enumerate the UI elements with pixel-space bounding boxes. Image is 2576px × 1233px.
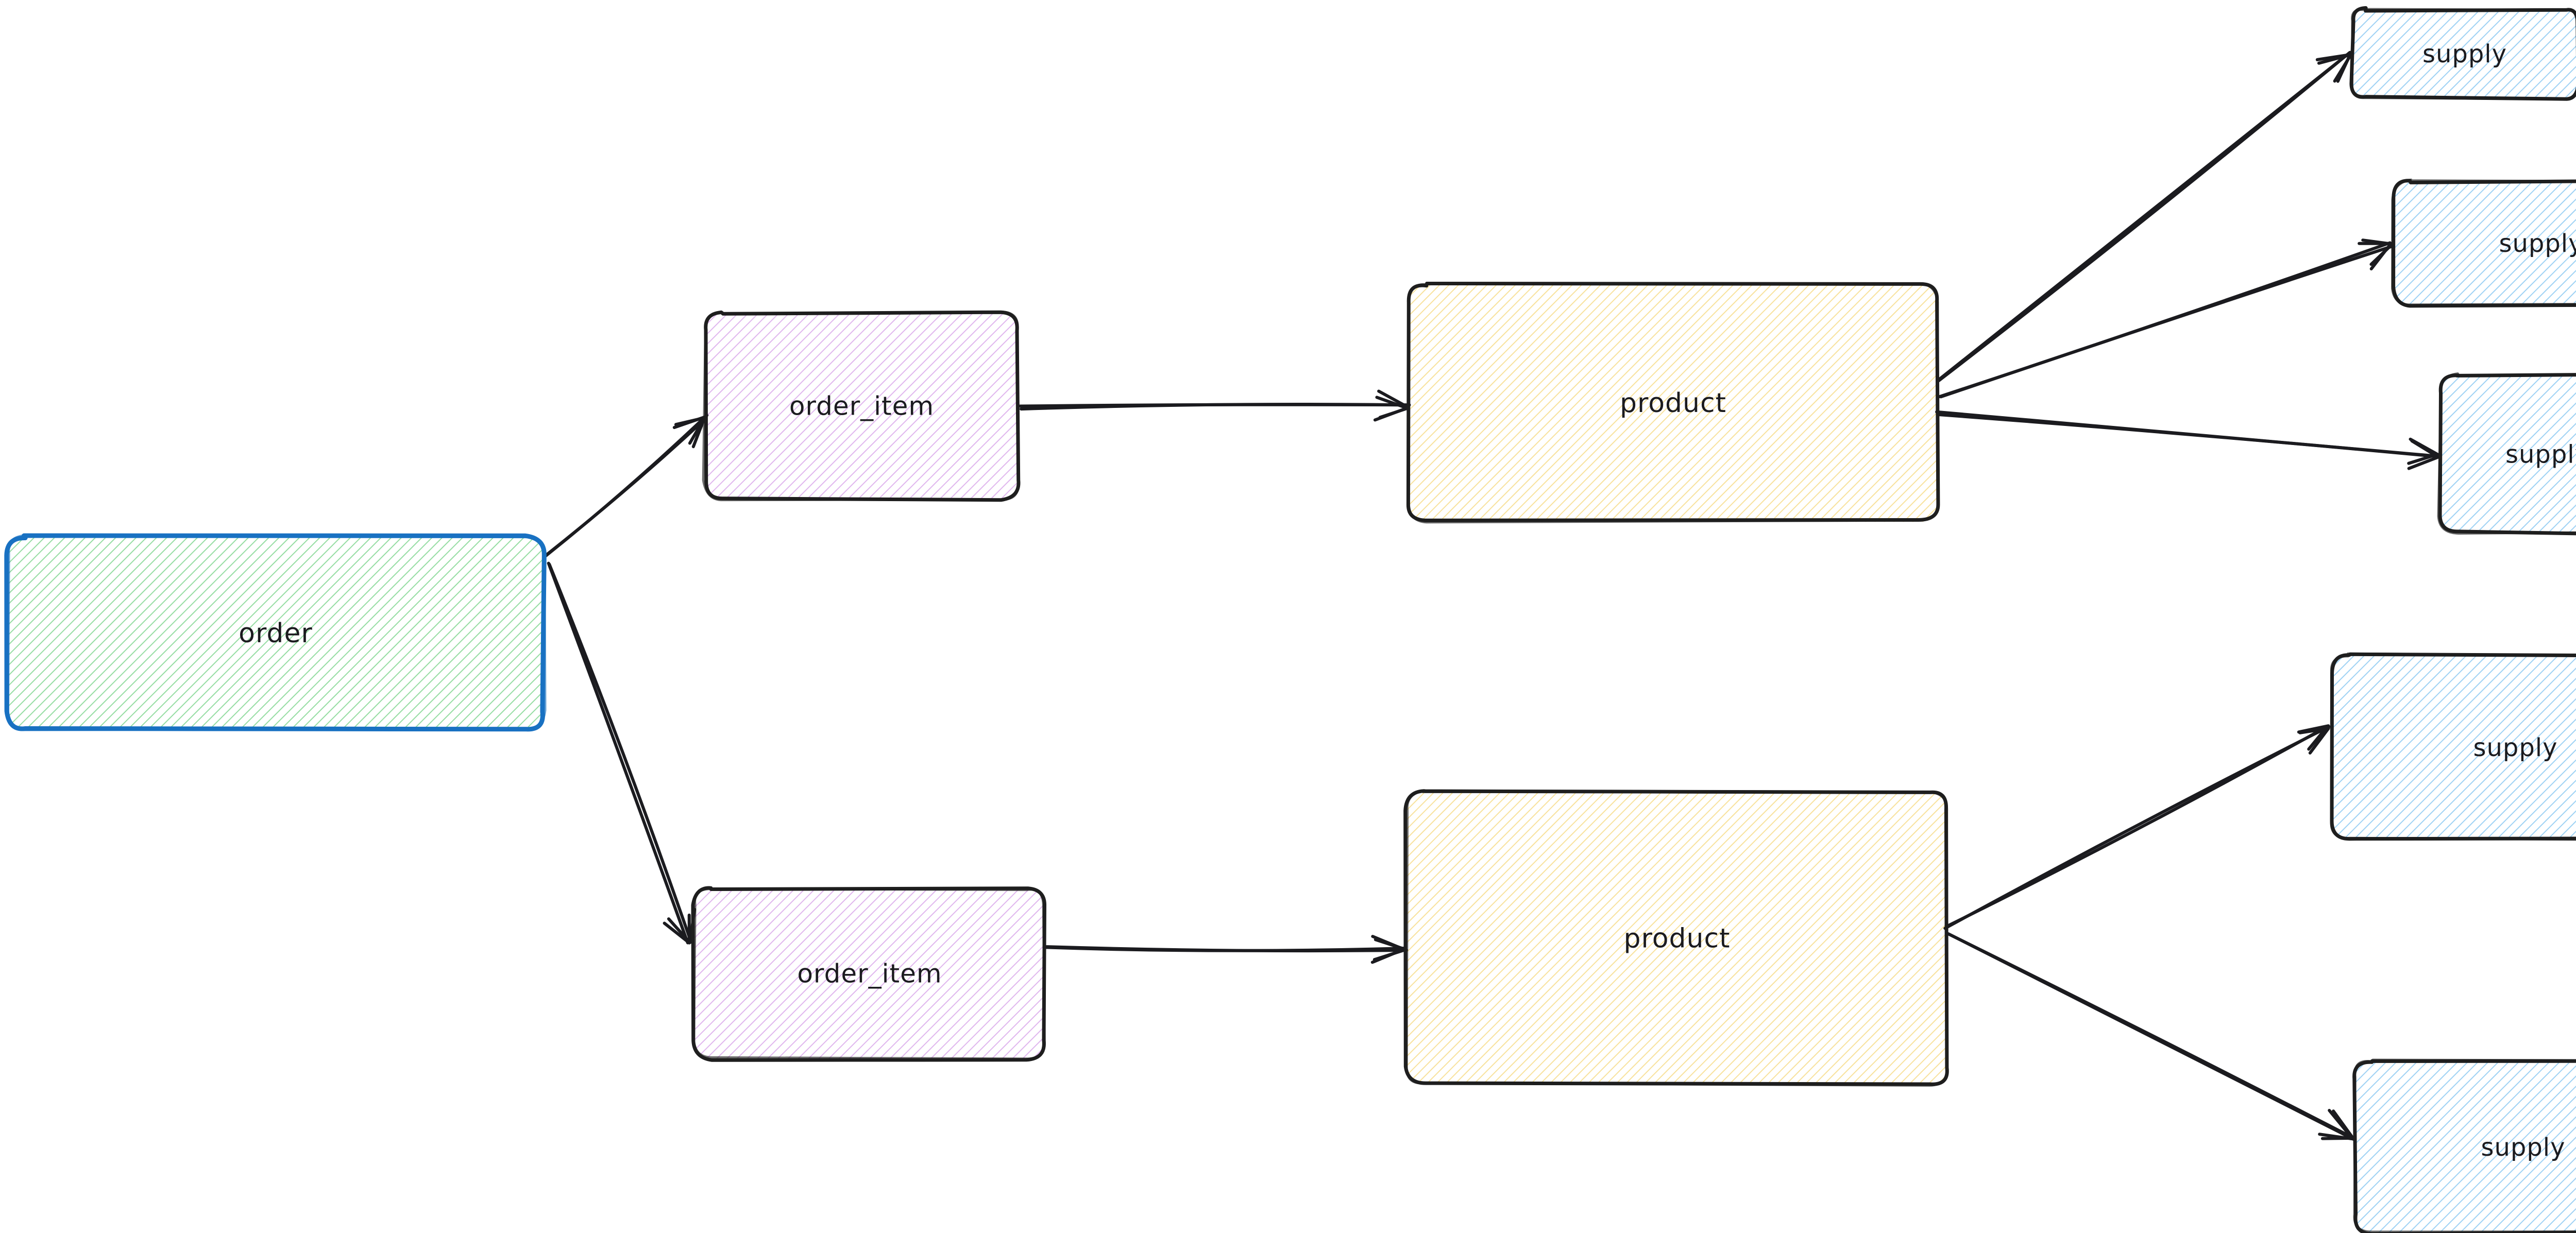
node-outline bbox=[702, 311, 1020, 502]
edge-product_2-to-supply_5[interactable] bbox=[1946, 932, 2356, 1141]
node-label-supply_2: supply bbox=[2499, 229, 2576, 258]
node-supply_1[interactable]: supply bbox=[2349, 6, 2576, 101]
edge-product_1-to-supply_1[interactable] bbox=[1936, 50, 2353, 383]
node-supply_2[interactable]: supply bbox=[2391, 178, 2576, 308]
edge-order-to-order_item_2[interactable] bbox=[547, 561, 697, 945]
arrow-head-icon bbox=[2320, 1109, 2355, 1140]
node-fill bbox=[693, 888, 1046, 1058]
edges-layer bbox=[544, 50, 2440, 1141]
node-fill bbox=[2351, 9, 2576, 98]
node-supply_5[interactable]: supply bbox=[2352, 1058, 2576, 1233]
node-label-supply_4: supply bbox=[2473, 733, 2557, 762]
node-label-order: order bbox=[239, 618, 313, 649]
edge-line bbox=[1935, 410, 2437, 458]
arrow-head-icon bbox=[2407, 437, 2439, 465]
node-outline bbox=[1406, 282, 1939, 524]
edge-line bbox=[1939, 244, 2395, 399]
edge-line bbox=[548, 562, 693, 944]
node-outline bbox=[2353, 1058, 2576, 1233]
node-outline bbox=[2437, 372, 2576, 535]
edge-order_item_2-to-product_2[interactable] bbox=[1044, 935, 1408, 964]
edge-product_1-to-supply_2[interactable] bbox=[1938, 238, 2395, 399]
edge-line bbox=[544, 414, 709, 557]
node-label-supply_1: supply bbox=[2422, 40, 2507, 68]
node-label-product_1: product bbox=[1620, 388, 1726, 419]
node-fill bbox=[2393, 180, 2576, 305]
node-fill bbox=[2439, 375, 2576, 534]
node-order[interactable]: order bbox=[4, 533, 547, 732]
node-supply_4[interactable]: supply bbox=[2330, 652, 2576, 841]
node-label-order_item_1: order_item bbox=[789, 391, 934, 421]
edge-line bbox=[547, 561, 689, 945]
node-fill bbox=[705, 313, 1019, 500]
arrow-head-icon bbox=[2298, 727, 2330, 755]
node-order_item_2[interactable]: order_item bbox=[691, 886, 1046, 1062]
arrow-head-icon bbox=[2361, 238, 2393, 270]
node-label-supply_5: supply bbox=[2481, 1133, 2565, 1162]
node-fill bbox=[7, 536, 544, 730]
node-fill bbox=[1409, 284, 1938, 522]
node-label-product_2: product bbox=[1623, 923, 1730, 954]
node-fill bbox=[1405, 792, 1948, 1085]
node-outline bbox=[6, 534, 547, 731]
edge-order-to-order_item_1[interactable] bbox=[544, 414, 709, 557]
node-product_2[interactable]: product bbox=[1403, 789, 1949, 1087]
node-fill bbox=[2354, 1060, 2576, 1233]
edge-line bbox=[1943, 725, 2331, 930]
edge-product_2-to-supply_4[interactable] bbox=[1943, 724, 2331, 930]
node-outline bbox=[693, 887, 1046, 1060]
edge-line bbox=[1936, 50, 2352, 382]
node-label-order_item_2: order_item bbox=[797, 959, 942, 989]
node-outline bbox=[2391, 178, 2576, 306]
arrow-head-icon bbox=[2297, 724, 2330, 751]
node-outline bbox=[2330, 652, 2576, 841]
arrow-head-icon bbox=[663, 913, 691, 945]
node-label-supply_3: supply bbox=[2505, 440, 2576, 469]
node-order_item_1[interactable]: order_item bbox=[702, 310, 1021, 502]
nodes-layer: orderorder_itemorder_itemproductproducts… bbox=[4, 6, 2576, 1233]
edge-order_item_1-to-product_1[interactable] bbox=[1018, 389, 1411, 422]
edge-line bbox=[1018, 403, 1411, 408]
node-fill bbox=[2331, 654, 2576, 840]
node-supply_3[interactable]: supply bbox=[2437, 372, 2576, 536]
node-outline bbox=[1405, 790, 1948, 1087]
node-product_1[interactable]: product bbox=[1406, 282, 1940, 524]
edge-line bbox=[1044, 946, 1407, 952]
edge-product_1-to-supply_3[interactable] bbox=[1935, 410, 2440, 470]
edge-line bbox=[1947, 932, 2355, 1140]
